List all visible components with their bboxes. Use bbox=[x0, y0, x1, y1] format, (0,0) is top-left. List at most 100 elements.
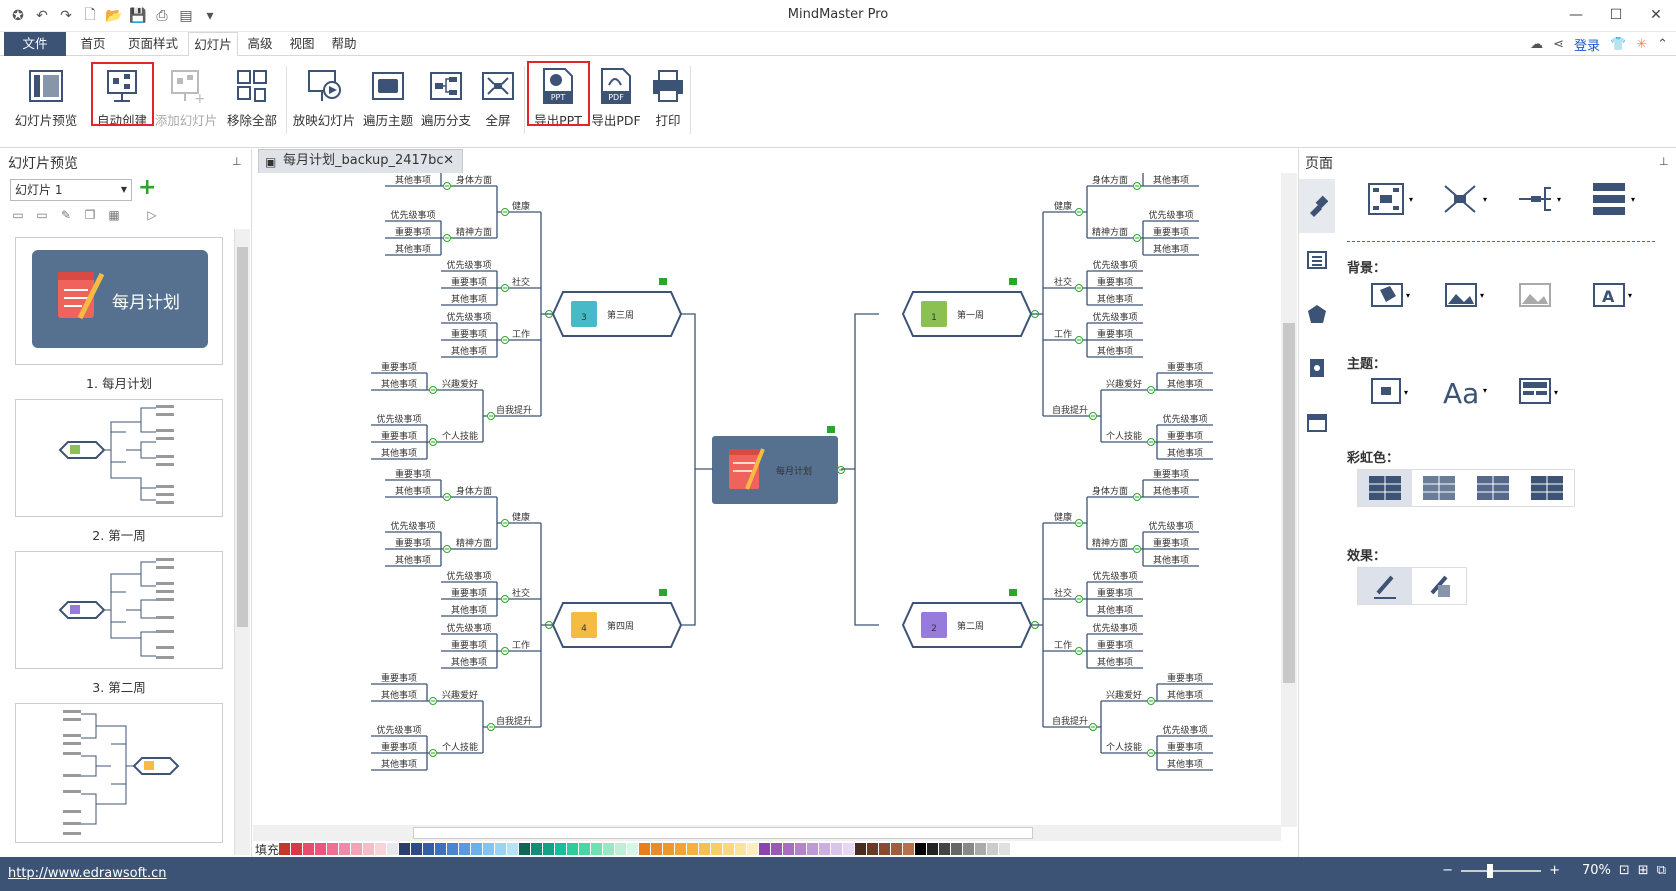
color-swatch[interactable] bbox=[855, 843, 866, 855]
sub-label[interactable]: 精神方面 bbox=[1092, 226, 1128, 238]
export-icon[interactable]: ▤ bbox=[179, 8, 193, 24]
menu-home[interactable]: 首页 bbox=[80, 36, 106, 51]
category-label[interactable]: 工作 bbox=[1054, 328, 1072, 340]
item-topic[interactable]: 重要事项 bbox=[451, 639, 487, 651]
item-topic[interactable]: 其他事项 bbox=[451, 345, 487, 357]
item-topic[interactable]: 优先级事项 bbox=[1092, 259, 1137, 271]
category-label[interactable]: 自我提升 bbox=[1052, 715, 1088, 727]
item-topic[interactable]: 优先级事项 bbox=[1162, 413, 1207, 425]
color-swatch[interactable] bbox=[555, 843, 566, 855]
app-logo-icon[interactable]: ✪ bbox=[12, 8, 24, 24]
fit-width-icon[interactable]: ⊞ bbox=[1637, 863, 1649, 878]
item-topic[interactable]: 其他事项 bbox=[451, 656, 487, 668]
mind-map[interactable]: 每月计划1第一周健康身体方面重要事项其他事项精神方面优先级事项重要事项其他事项社… bbox=[253, 173, 1281, 825]
item-topic[interactable]: 其他事项 bbox=[1153, 243, 1189, 255]
sub-label[interactable]: 个人技能 bbox=[1106, 741, 1142, 753]
item-topic[interactable]: 优先级事项 bbox=[1092, 311, 1137, 323]
slide-tool-2-icon[interactable]: ▭ bbox=[36, 208, 48, 222]
color-swatch[interactable] bbox=[783, 843, 794, 855]
item-topic[interactable]: 优先级事项 bbox=[446, 311, 491, 323]
color-swatch[interactable] bbox=[687, 843, 698, 855]
maximize-icon[interactable]: ☐ bbox=[1609, 7, 1623, 23]
mind-map-svg[interactable]: 每月计划1第一周健康身体方面重要事项其他事项精神方面优先级事项重要事项其他事项社… bbox=[253, 173, 1281, 825]
color-swatch[interactable] bbox=[411, 843, 422, 855]
item-topic[interactable]: 其他事项 bbox=[381, 689, 417, 701]
category-label[interactable]: 健康 bbox=[512, 511, 530, 523]
color-swatch[interactable] bbox=[999, 843, 1010, 855]
category-label[interactable]: 工作 bbox=[1054, 639, 1072, 651]
scroll-thumb[interactable] bbox=[237, 247, 248, 627]
category-label[interactable]: 自我提升 bbox=[496, 715, 532, 727]
sub-label[interactable]: 精神方面 bbox=[456, 226, 492, 238]
color-swatch[interactable] bbox=[495, 843, 506, 855]
slide-thumbnail-3[interactable] bbox=[15, 551, 223, 669]
color-swatch[interactable] bbox=[987, 843, 998, 855]
slide-thumbnail-2[interactable] bbox=[15, 399, 223, 517]
play-icon[interactable]: ▷ bbox=[147, 208, 157, 222]
color-swatch[interactable] bbox=[819, 843, 830, 855]
item-topic[interactable]: 重要事项 bbox=[1167, 361, 1203, 373]
menu-file[interactable]: 文件 bbox=[4, 32, 66, 56]
color-swatch[interactable] bbox=[339, 843, 350, 855]
pen-effect-icon[interactable] bbox=[1358, 568, 1412, 604]
clipart-icon[interactable] bbox=[1299, 287, 1335, 341]
item-topic[interactable]: 优先级事项 bbox=[376, 413, 421, 425]
week-label[interactable]: 第一周 bbox=[957, 309, 984, 321]
zoom-in-icon[interactable]: + bbox=[1549, 863, 1560, 878]
week-number[interactable]: 2 bbox=[931, 624, 937, 634]
bg-image-icon[interactable]: ▾ bbox=[1429, 275, 1503, 315]
color-swatch[interactable] bbox=[567, 843, 578, 855]
sub-label[interactable]: 兴趣爱好 bbox=[442, 378, 478, 390]
item-topic[interactable]: 其他事项 bbox=[395, 485, 431, 497]
color-swatch[interactable] bbox=[483, 843, 494, 855]
traverse-branch-button[interactable]: 遍历分支 bbox=[418, 62, 474, 132]
category-label[interactable]: 社交 bbox=[512, 587, 530, 599]
color-swatch[interactable] bbox=[651, 843, 662, 855]
vertical-scrollbar[interactable] bbox=[1281, 173, 1297, 827]
print-icon[interactable]: ⎙ bbox=[156, 8, 168, 24]
sub-label[interactable]: 个人技能 bbox=[1106, 430, 1142, 442]
week-number[interactable]: 1 bbox=[931, 313, 937, 323]
item-topic[interactable]: 重要事项 bbox=[1167, 672, 1203, 684]
color-swatch[interactable] bbox=[903, 843, 914, 855]
bookmark-icon[interactable] bbox=[1299, 341, 1335, 395]
item-topic[interactable]: 重要事项 bbox=[1153, 537, 1189, 549]
week-label[interactable]: 第三周 bbox=[607, 309, 634, 321]
item-topic[interactable]: 其他事项 bbox=[381, 378, 417, 390]
redo-icon[interactable]: ↷ bbox=[60, 8, 72, 24]
color-swatch[interactable] bbox=[471, 843, 482, 855]
document-tab[interactable]: ▣ 每月计划_backup_2417bc ✕ bbox=[258, 149, 463, 173]
slide-thumbnail-1[interactable]: 每月计划 bbox=[15, 237, 223, 365]
color-swatch[interactable] bbox=[867, 843, 878, 855]
color-swatch[interactable] bbox=[519, 843, 530, 855]
item-topic[interactable]: 重要事项 bbox=[1097, 276, 1133, 288]
sub-label[interactable]: 身体方面 bbox=[1092, 174, 1128, 186]
color-swatch[interactable] bbox=[771, 843, 782, 855]
color-swatch[interactable] bbox=[759, 843, 770, 855]
rainbow-option-3[interactable] bbox=[1466, 470, 1520, 506]
customize-icon[interactable]: ▾ bbox=[206, 8, 214, 24]
color-swatch[interactable] bbox=[735, 843, 746, 855]
color-swatch[interactable] bbox=[387, 843, 398, 855]
sub-label[interactable]: 身体方面 bbox=[1092, 485, 1128, 497]
horizontal-scrollbar[interactable] bbox=[253, 825, 1281, 841]
category-label[interactable]: 工作 bbox=[512, 639, 530, 651]
category-label[interactable]: 健康 bbox=[512, 200, 530, 212]
rainbow-option-4[interactable] bbox=[1520, 470, 1574, 506]
item-topic[interactable]: 其他事项 bbox=[1097, 293, 1133, 305]
pen-shadow-effect-icon[interactable] bbox=[1412, 568, 1466, 604]
category-label[interactable]: 社交 bbox=[1054, 587, 1072, 599]
color-swatch[interactable] bbox=[843, 843, 854, 855]
category-label[interactable]: 社交 bbox=[512, 276, 530, 288]
color-swatch[interactable] bbox=[723, 843, 734, 855]
week-label[interactable]: 第二周 bbox=[957, 620, 984, 632]
sub-label[interactable]: 身体方面 bbox=[456, 485, 492, 497]
central-topic-label[interactable]: 每月计划 bbox=[776, 465, 812, 477]
sub-label[interactable]: 身体方面 bbox=[456, 174, 492, 186]
color-swatch[interactable] bbox=[315, 843, 326, 855]
item-topic[interactable]: 重要事项 bbox=[451, 587, 487, 599]
cross-layout-icon[interactable]: ▾ bbox=[1429, 179, 1503, 219]
map-layout-icon[interactable]: ▾ bbox=[1355, 179, 1429, 219]
color-swatch[interactable] bbox=[435, 843, 446, 855]
grid-icon[interactable]: ▦ bbox=[108, 208, 120, 222]
